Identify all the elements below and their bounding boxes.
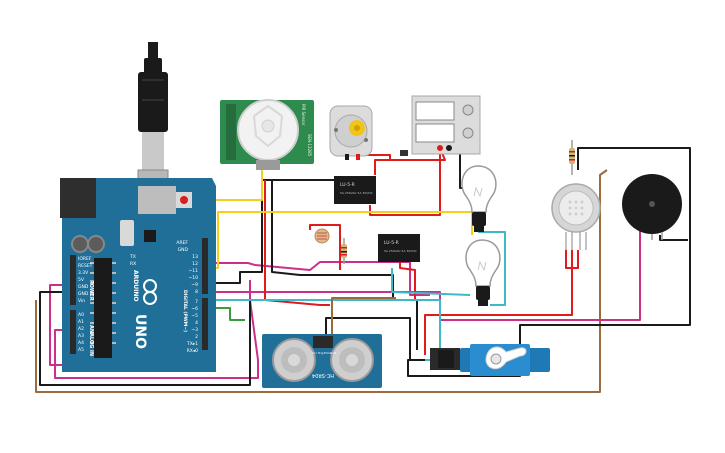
wire-red-sensor (264, 180, 330, 306)
pir-side-right: SEN-13285 (307, 134, 312, 157)
ultrasonic-model: HC-SR04 (312, 372, 334, 378)
wire-black-top (205, 179, 350, 284)
pin-digital-11: ~11 (189, 268, 199, 274)
atmega-chip (94, 258, 112, 358)
pin-power-2: 3.3V (78, 270, 89, 276)
pin-digital-aref: AREF (176, 240, 188, 246)
servo-motor (430, 344, 550, 376)
pin-digital-10: ~10 (189, 275, 199, 281)
pin-digital-gnd: GND (178, 247, 189, 253)
pin-digital-4: 4 (195, 320, 198, 326)
us-pin-echo: Echo (324, 351, 331, 355)
wire-brown (35, 169, 608, 393)
wire-cyan-relay2 (391, 268, 471, 296)
wire-red-ldr (309, 224, 341, 270)
wire-cyan-bulb (478, 231, 506, 306)
light-bulb-1 (461, 165, 497, 232)
pin-digital-6: ~6 (191, 306, 198, 312)
pin-power-5: GND (78, 291, 89, 297)
wire-black-us (325, 317, 411, 360)
resistor-gas (569, 140, 575, 175)
pin-digital-13: 13 (192, 254, 198, 260)
wire-magenta-top (200, 261, 430, 296)
power-supply (400, 95, 481, 156)
power-header-label: POWER (88, 280, 94, 301)
pir-side-left: PIR Sensor (301, 104, 306, 126)
pin-power-4: GND (78, 284, 89, 290)
power-header (70, 255, 76, 305)
relay2-label: LU-5-R (384, 240, 399, 246)
wire-brown-us (331, 297, 396, 340)
arduino-brand: ARDUINO (132, 270, 139, 301)
arduino-uno-board: ARDUINO UNO POWER ANALOG IN DIGITAL (PWM… (60, 178, 216, 372)
wire-red-motor (360, 154, 391, 160)
pir-sensor: PIR Sensor SEN-13285 (220, 99, 314, 170)
wire-black-relay (271, 180, 418, 350)
pin-digital-8: 8 (195, 289, 198, 295)
digital-header-bottom (202, 298, 208, 350)
wire-red-relay2 (399, 260, 416, 300)
dc-motor (329, 105, 373, 160)
pin-digital-12: 12 (192, 261, 198, 267)
pin-analog-4: A4 (78, 340, 84, 346)
power-jack (60, 178, 96, 218)
arduino-logo: ARDUINO UNO (132, 270, 157, 349)
analog-header-label: ANALOG IN (88, 325, 94, 356)
gas-sensor (551, 183, 601, 250)
usb-port (138, 186, 176, 214)
us-pin-gnd: Gnd (330, 351, 336, 355)
resistor-ldr (341, 238, 347, 264)
pin-power-1: RESET (78, 263, 93, 269)
pin-power-0: IOREF (78, 256, 92, 262)
reset-button (180, 196, 188, 204)
photoresistor (314, 228, 330, 244)
pin-digital-5: ~5 (191, 313, 198, 319)
pin-power-3: 5V (78, 277, 85, 283)
pin-digital-0: RX◂0 (187, 348, 198, 354)
pin-digital-9: ~9 (191, 282, 198, 288)
pin-power-6: Vin (78, 298, 85, 304)
relay-1: LU-5-R 5A 250VAC 5A 30VDC (334, 176, 376, 204)
wire-black-right (407, 147, 691, 377)
wire-yellow-relay (200, 211, 473, 269)
wire-red-ps (369, 148, 441, 216)
rx-label: RX (130, 261, 136, 267)
us-pin-vcc: Vcc (312, 351, 318, 355)
ultrasonic-sensor: HC-SR04 Vcc Trig Echo Gnd (262, 334, 382, 388)
analog-header (70, 310, 76, 354)
relay1-rating: 5A 250VAC 5A 30VDC (340, 191, 373, 195)
relay-2: LU-5-R 5A 250VAC 5A 30VDC (378, 234, 420, 262)
wire-black-buzzer (659, 235, 688, 241)
pin-digital-3: ~3 (191, 327, 198, 333)
pin-digital-2: 2 (195, 334, 198, 340)
pin-analog-3: A3 (78, 333, 84, 339)
piezo-buzzer (622, 174, 682, 240)
arduino-model: UNO (132, 314, 148, 349)
light-bulb-2 (465, 239, 501, 306)
digital-header-label: DIGITAL (PWM~) (182, 290, 188, 332)
digital-header-top (202, 238, 208, 294)
pin-digital-7: 7 (195, 299, 198, 305)
pin-analog-0: A0 (78, 312, 84, 318)
pin-analog-5: A5 (78, 347, 84, 353)
pin-digital-1: TX▸1 (186, 341, 198, 347)
pin-analog-2: A2 (78, 326, 84, 332)
relay1-label: LU-5-R (340, 182, 355, 188)
tx-label: TX (129, 254, 136, 260)
wire-green (205, 307, 245, 321)
us-pin-trig: Trig (317, 351, 323, 355)
wire-red-servo (424, 250, 573, 355)
wire-red-gas (565, 250, 579, 269)
pin-analog-1: A1 (78, 319, 84, 325)
relay2-rating: 5A 250VAC 5A 30VDC (384, 249, 417, 253)
